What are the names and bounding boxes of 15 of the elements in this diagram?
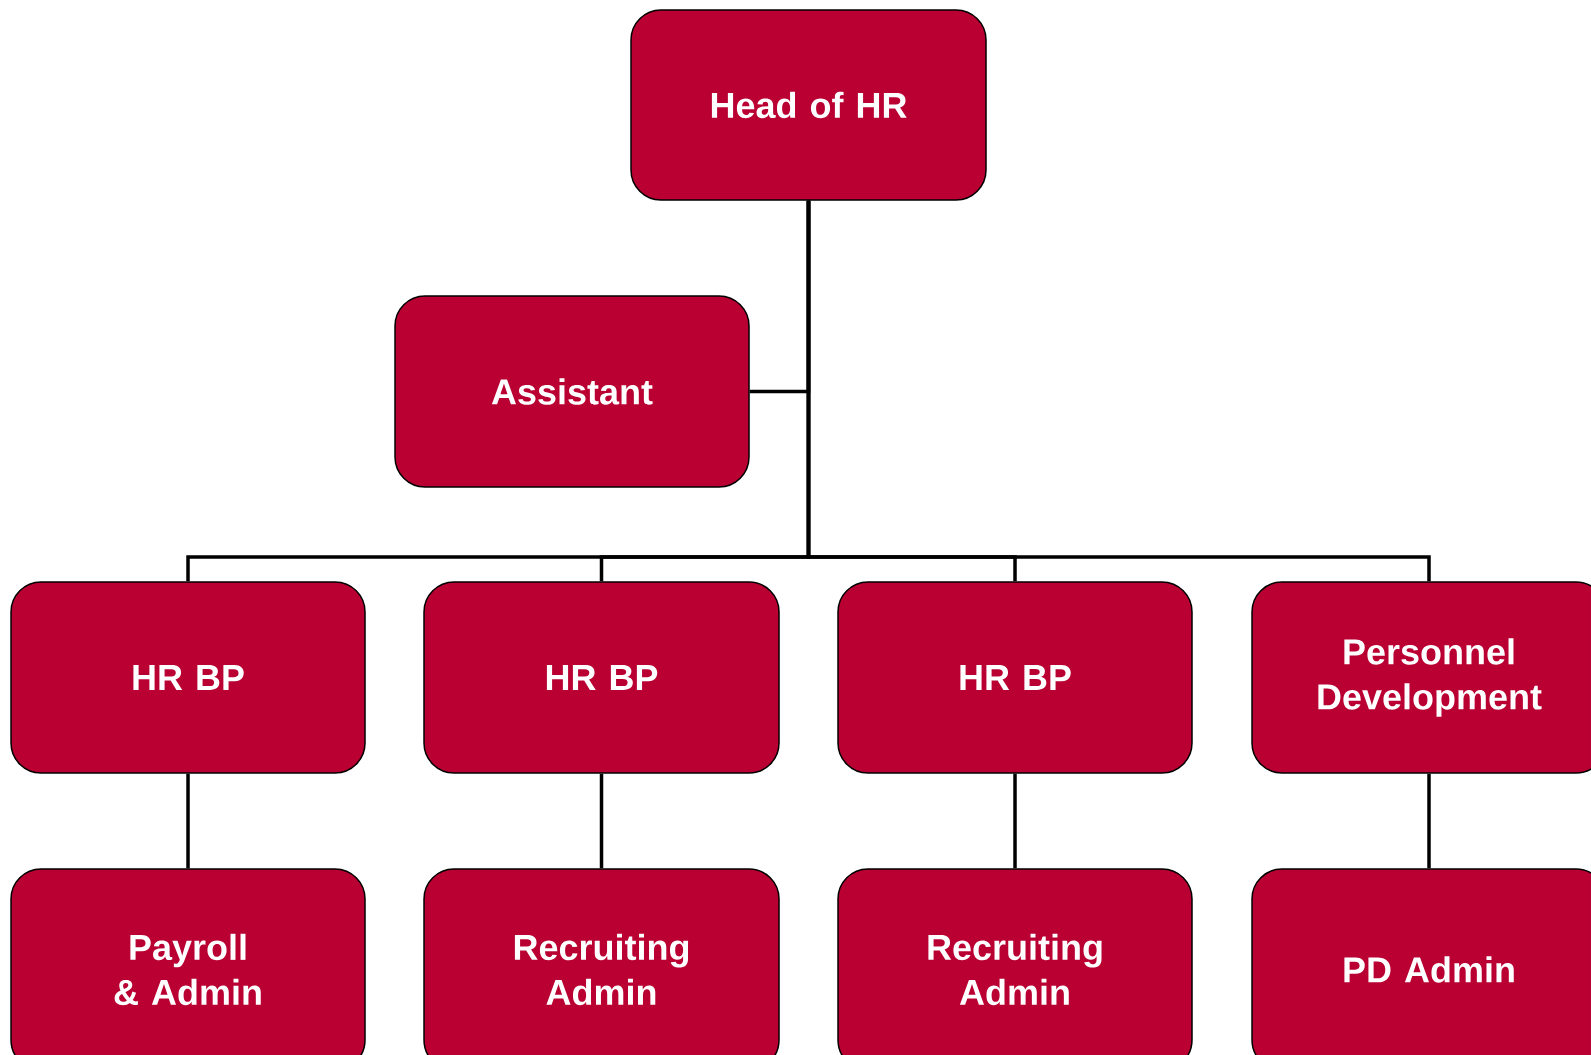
role-box: Recruiting Admin <box>837 868 1193 1055</box>
connector-line <box>1427 773 1431 869</box>
connector-line <box>1013 773 1017 869</box>
role-box: Head of HR <box>630 9 987 201</box>
connector-line <box>599 773 604 869</box>
connector-line <box>806 200 1431 582</box>
role-box: Payroll & Admin <box>10 868 366 1055</box>
role-box: PD Admin <box>1251 868 1591 1055</box>
role-box: Assistant <box>394 295 750 488</box>
role-box: HR BP <box>10 581 366 774</box>
role-box: HR BP <box>423 581 780 774</box>
role-box: Recruiting Admin <box>423 868 780 1055</box>
role-box: HR BP <box>837 581 1193 774</box>
role-box: Personnel Development <box>1251 581 1591 774</box>
connector-line <box>186 773 190 869</box>
